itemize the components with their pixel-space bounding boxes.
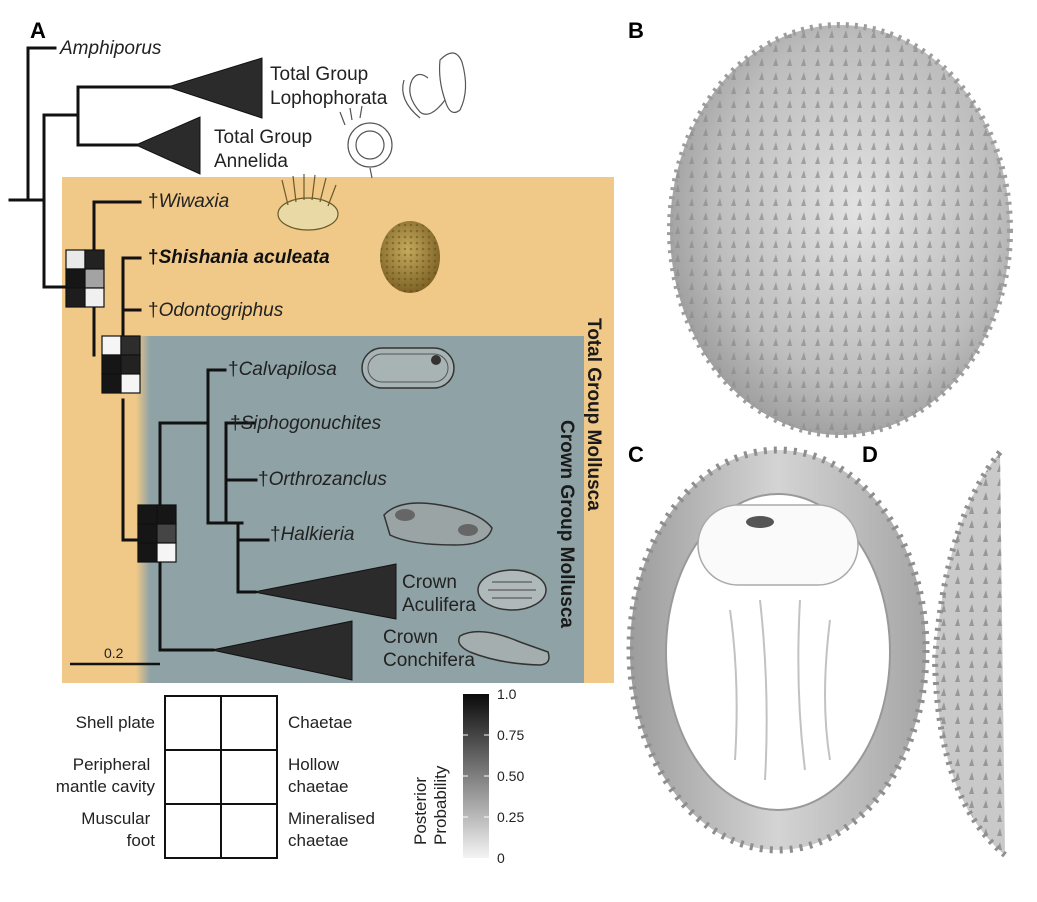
node-box-cell [120,354,141,375]
node-character-box [65,249,105,308]
node-box-cell [156,542,177,563]
panel-label-c: C [628,442,644,467]
probability-tick: 1.0 [497,686,517,702]
legend-peripheral-mantle-cavity: Peripheral mantle cavity [56,755,156,796]
node-character-box [137,504,177,563]
label-crown-aculifera: Crown Aculifera [402,572,476,616]
wiwaxia-illustration [277,174,339,231]
legend-mineralised-chaetae: Mineralised chaetae [288,809,380,850]
conchifera-illustration [458,631,550,666]
legend-chaetae: Chaetae [288,713,352,732]
node-box-cell [65,287,86,308]
taxon-shishania: †Shishania aculeata [148,247,330,268]
taxon-amphiporus: Amphiporus [59,38,162,59]
panel-label-b: B [628,18,644,43]
clade-lophophorata [166,57,263,119]
node-box-cell [137,523,158,544]
node-box-cell [156,504,177,525]
taxon-wiwaxia: †Wiwaxia [148,191,229,212]
panel-label-a: A [30,18,46,43]
clade-annelida [134,116,201,175]
taxon-siphogonuchites: †Siphogonuchites [230,413,382,434]
probability-title: Posterior Probability [411,765,450,845]
aculifera-illustration [477,569,547,611]
legend-shell-plate: Shell plate [76,713,155,732]
label-crown-conchifera: Crown Conchifera [383,627,475,671]
label-annelida: Total Group Annelida [214,127,318,172]
clade-conchifera [211,620,353,681]
crown-group-background [150,336,584,683]
legend-muscular-foot: Muscular foot [81,809,155,850]
node-box-cell [65,249,86,270]
scale-bar-label: 0.2 [104,645,124,661]
specimen-reconstruction-dorsal [667,22,1013,438]
specimen-reconstruction-lateral [931,450,1007,858]
tree-branches [8,46,270,652]
probability-tick: 0 [497,850,505,866]
node-box-cell [84,268,105,289]
specimen-reconstruction-ventral [626,446,930,854]
node-box-cell [137,542,158,563]
panel-label-d: D [862,442,878,467]
node-box-cell [84,287,105,308]
node-box-cell [101,373,122,394]
taxon-odontogriphus: †Odontogriphus [148,300,284,321]
node-box-cell [137,504,158,525]
halkieria-illustration [383,502,493,546]
lophophorate-illustration [402,52,467,119]
taxon-orthrozanclus: †Orthrozanclus [258,469,387,490]
calvapilosa-illustration [361,347,455,389]
shishania-texture [380,221,440,293]
character-legend: Shell plate Peripheral mantle cavity Mus… [56,695,380,859]
label-lophophorata: Total Group Lophophorata [270,64,388,109]
node-box-cell [65,268,86,289]
taxon-calvapilosa: †Calvapilosa [228,359,337,380]
taxon-halkieria: †Halkieria [270,524,355,545]
node-box-cell [101,335,122,356]
annelid-illustration [339,105,393,179]
clade-aculifera [253,563,397,620]
label-total-group-mollusca: Total Group Mollusca [583,318,604,511]
node-box-cell [156,523,177,544]
probability-tick: 0.25 [497,809,524,825]
label-crown-group-mollusca: Crown Group Mollusca [556,420,577,628]
node-box-cell [84,249,105,270]
probability-tick: 0.50 [497,768,524,784]
node-box-cell [101,354,122,375]
probability-tick: 0.75 [497,727,524,743]
node-box-cell [120,335,141,356]
probability-scale: Posterior Probability 1.0 0.75 0.50 0.25… [411,686,524,866]
node-character-box [101,335,141,394]
legend-hollow-chaetae: Hollow chaetae [288,755,349,796]
node-box-cell [120,373,141,394]
